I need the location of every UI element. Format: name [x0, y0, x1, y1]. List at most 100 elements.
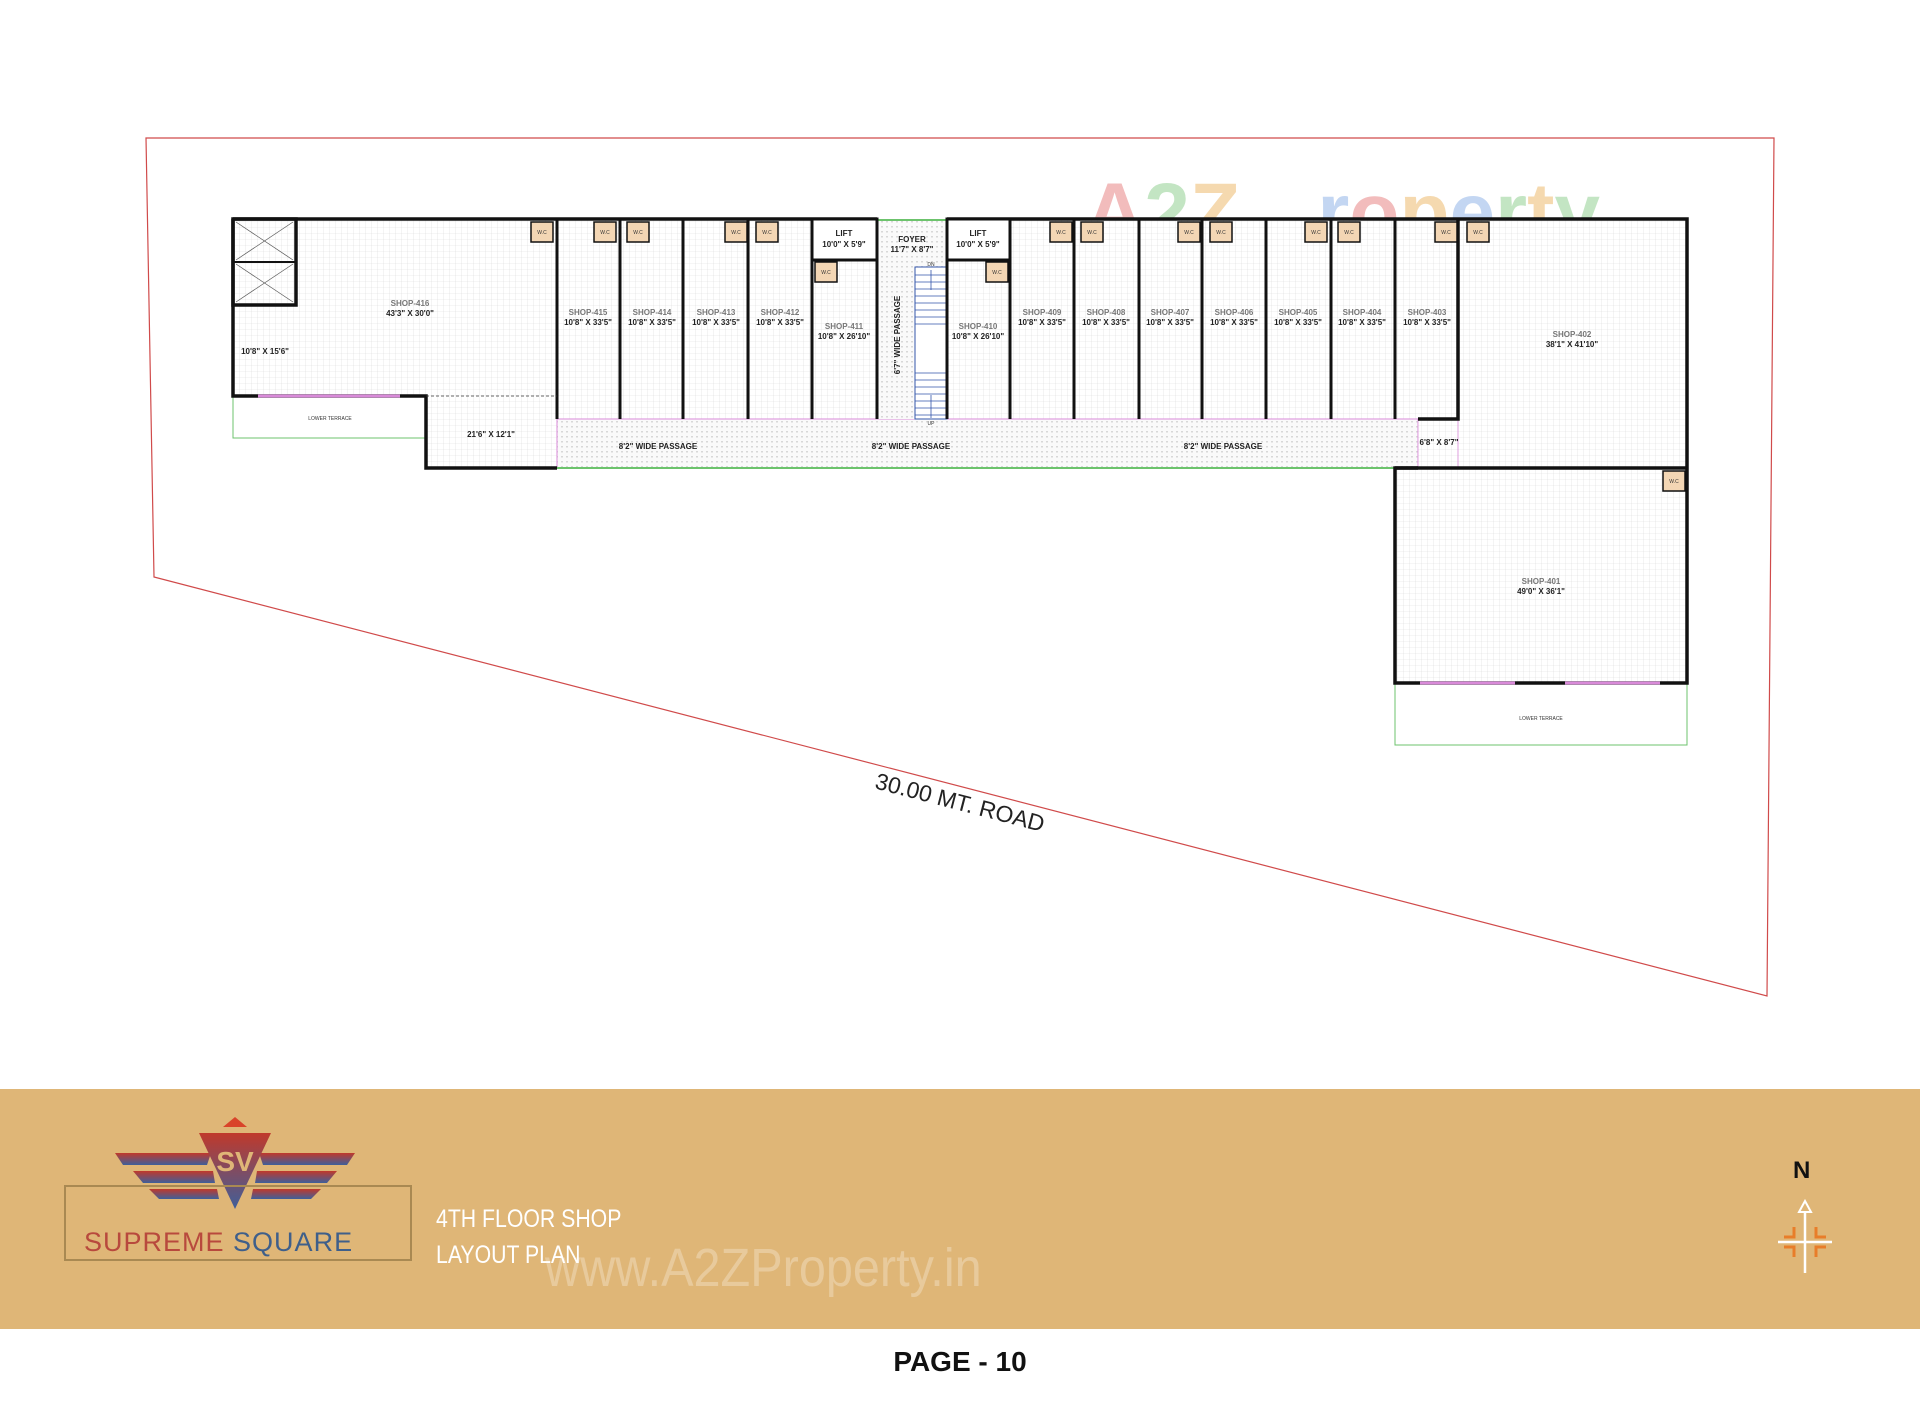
- passage-label-2: 8'2" WIDE PASSAGE: [872, 442, 951, 451]
- wc-label: W.C: [1344, 230, 1354, 236]
- wc-box: [755, 221, 779, 243]
- shop-size: 43'3" X 30'0": [386, 309, 434, 318]
- stair-up-label: UP: [928, 421, 936, 427]
- shop-size: 49'0" X 36'1": [1517, 587, 1565, 596]
- lower-terrace-left: [232, 395, 427, 439]
- wc-unit: W.C: [985, 261, 1009, 283]
- shaft-cross: [235, 221, 294, 303]
- wc-unit: W.C: [1662, 470, 1686, 492]
- wc-unit: W.C: [593, 221, 617, 243]
- shop-partitions: [426, 219, 1460, 419]
- lower-terrace-right: [1394, 682, 1688, 746]
- wc-unit: W.C: [1466, 221, 1490, 243]
- wc-unit: W.C: [755, 221, 779, 243]
- wc-unit: W.C: [530, 221, 554, 243]
- wc-units: W.C W.C W.C W.C W.C W.C W.C W.C W.C W.C W.C W.C W.C W…: [530, 221, 1686, 492]
- shop-size: 10'8" X 33'5": [1146, 318, 1194, 327]
- wc-label: W.C: [992, 270, 1002, 276]
- svg-text:SV: SV: [216, 1146, 254, 1177]
- wc-label: W.C: [821, 270, 831, 276]
- shop-size: 10'8" X 33'5": [1018, 318, 1066, 327]
- wc-box: [724, 221, 748, 243]
- wc-label: W.C: [1087, 230, 1097, 236]
- lift-right: [945, 217, 1012, 262]
- wc-label: W.C: [633, 230, 643, 236]
- shop-name: SHOP-406: [1215, 308, 1254, 317]
- footer-band: SV SUPREME SQUARE 4TH FLOOR SHOP LAYOUT …: [0, 1089, 1920, 1329]
- shop-name: SHOP-415: [569, 308, 608, 317]
- wc-unit: W.C: [814, 261, 838, 283]
- shop-name: SHOP-405: [1279, 308, 1318, 317]
- shop-name: SHOP-401: [1522, 577, 1561, 586]
- shop-name: SHOP-411: [825, 322, 864, 331]
- staircase: [914, 266, 948, 420]
- shop-401-floor: [1395, 468, 1687, 683]
- shop-size: 10'8" X 33'5": [564, 318, 612, 327]
- passage-floor: [556, 418, 1419, 469]
- wc-box: [1337, 221, 1361, 243]
- wc-unit: W.C: [1209, 221, 1233, 243]
- right-open-area: [1417, 418, 1459, 469]
- shop-name: SHOP-409: [1023, 308, 1062, 317]
- left-room-size: 10'8" X 15'6": [241, 347, 289, 356]
- north-label: N: [1793, 1157, 1811, 1184]
- foyer-passage-label: 6'7" WIDE PASSAGE: [893, 295, 902, 374]
- wc-label: W.C: [537, 230, 547, 236]
- shop-name: SHOP-412: [761, 308, 800, 317]
- passage-label-1: 8'2" WIDE PASSAGE: [619, 442, 698, 451]
- right-open-size: 6'8" X 8'7": [1420, 438, 1459, 447]
- wc-unit: W.C: [1337, 221, 1361, 243]
- wc-unit: W.C: [1304, 221, 1328, 243]
- wc-box: [1049, 221, 1073, 243]
- brand-word-2: SQUARE: [233, 1227, 354, 1257]
- foyer-size: 11'7" X 8'7": [891, 245, 934, 254]
- footer-watermark: www.A2ZProperty.in: [545, 1238, 982, 1298]
- terrace-left-label: LOWER TERRACE: [308, 416, 352, 422]
- wc-label: W.C: [1056, 230, 1066, 236]
- wc-box: [814, 261, 838, 283]
- shop-name: SHOP-402: [1553, 330, 1592, 339]
- wc-label: W.C: [1184, 230, 1194, 236]
- wc-unit: W.C: [1080, 221, 1104, 243]
- wc-box: [1466, 221, 1490, 243]
- left-open-size: 21'6" X 12'1": [467, 430, 515, 439]
- plan-title-line2: LAYOUT PLAN: [436, 1241, 581, 1269]
- wc-box: [985, 261, 1009, 283]
- open-area-left: [426, 396, 557, 468]
- wc-box: [1209, 221, 1233, 243]
- shop-size: 10'8" X 33'5": [1274, 318, 1322, 327]
- shop-name: SHOP-410: [959, 322, 998, 331]
- glazing: [258, 394, 1660, 685]
- wc-label: W.C: [600, 230, 610, 236]
- wc-unit: W.C: [1049, 221, 1073, 243]
- wc-label: W.C: [1473, 230, 1483, 236]
- supreme-square-logo: SV: [115, 1117, 355, 1209]
- wc-box: [1177, 221, 1201, 243]
- shop-size: 10'8" X 33'5": [1403, 318, 1451, 327]
- plot-boundary: [145, 137, 1775, 997]
- wc-label: W.C: [762, 230, 772, 236]
- brand-word-1: SUPREME: [84, 1227, 225, 1257]
- shop-name: SHOP-414: [633, 308, 672, 317]
- shop-name: SHOP-408: [1087, 308, 1126, 317]
- shop-size: 10'8" X 33'5": [1082, 318, 1130, 327]
- wc-unit: W.C: [626, 221, 650, 243]
- lift-right-size: 10'0" X 5'9": [956, 240, 1000, 249]
- shop-name: SHOP-413: [697, 308, 736, 317]
- wc-box: [1080, 221, 1104, 243]
- lift-right-label: LIFT: [970, 229, 987, 238]
- shop-size: 10'8" X 33'5": [628, 318, 676, 327]
- foyer-label: FOYER: [898, 235, 926, 244]
- lift-left-size: 10'0" X 5'9": [822, 240, 866, 249]
- wc-label: W.C: [1441, 230, 1451, 236]
- shop-size: 38'1" X 41'10": [1546, 340, 1599, 349]
- plan-title: 4TH FLOOR SHOP LAYOUT PLAN: [436, 1201, 621, 1273]
- wc-label: W.C: [1311, 230, 1321, 236]
- shop-size: 10'8" X 33'5": [692, 318, 740, 327]
- wc-label: W.C: [1669, 479, 1679, 485]
- wc-box: [1434, 221, 1458, 243]
- stair-down-label: DN: [927, 262, 935, 268]
- terrace-right-label: LOWER TERRACE: [1519, 716, 1563, 722]
